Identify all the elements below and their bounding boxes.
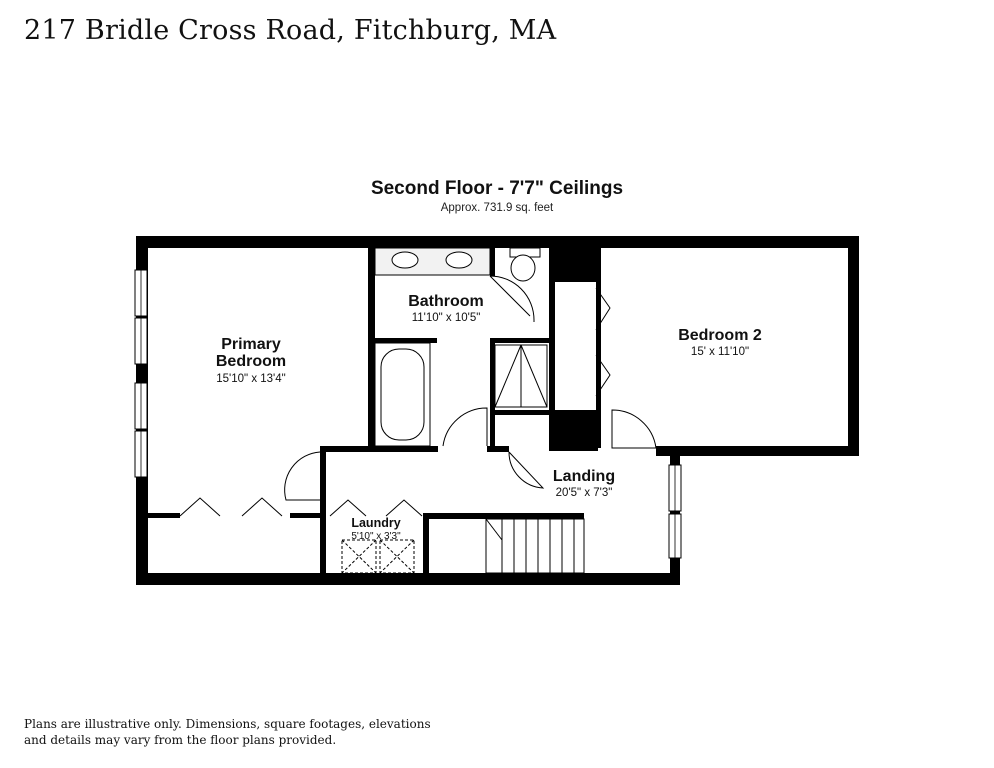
wall-shower-bottom xyxy=(495,410,553,415)
bifold-laundry-2 xyxy=(385,499,423,517)
bifold-bed2-1 xyxy=(595,287,611,331)
door-primary xyxy=(284,451,321,501)
wall-landing-small xyxy=(490,446,509,452)
toilet-bowl xyxy=(510,254,536,282)
landing-dims: 20'5" x 7'3" xyxy=(556,487,613,499)
laundry-dims: 5'10" x 3'3" xyxy=(351,531,401,542)
bathroom-dims: 11'10" x 10'5" xyxy=(412,312,481,324)
door-closet-small xyxy=(508,451,545,489)
wall-closet-right xyxy=(596,248,601,448)
bathroom-label: Bathroom xyxy=(408,293,484,310)
bedroom2-label: Bedroom 2 xyxy=(678,327,762,344)
wall-bedroom-bath xyxy=(368,248,375,451)
disclaimer: Plans are illustrative only. Dimensions,… xyxy=(24,717,431,747)
wall-bath-shower-left xyxy=(490,343,495,446)
wall-bath-shower-top xyxy=(490,338,553,343)
primary-bedroom-dims: 15'10" x 13'4" xyxy=(216,373,285,385)
wall-laundry-right xyxy=(423,513,429,573)
sink-right xyxy=(445,251,473,269)
door-landing-bath xyxy=(442,407,488,447)
sink-left xyxy=(391,251,419,269)
floor-area: Approx. 731.9 sq. feet xyxy=(440,202,554,214)
primary-bedroom-label: Primary xyxy=(221,336,281,353)
wall-closet-top-mid xyxy=(290,513,326,518)
floor-title: Second Floor - 7'7" Ceilings xyxy=(370,178,624,199)
chimney-top xyxy=(555,248,596,282)
property-address: 217 Bridle Cross Road, Fitchburg, MA xyxy=(24,15,557,46)
walls xyxy=(136,236,859,585)
bifold-bed2-2 xyxy=(595,354,611,397)
wall-bath-bottom xyxy=(320,446,438,452)
landing-label: Landing xyxy=(553,468,615,485)
wall-top-left xyxy=(136,236,560,248)
bedroom2-dims: 15' x 11'10" xyxy=(691,346,749,358)
wall-right-bedroom2 xyxy=(848,236,859,456)
stairs xyxy=(485,518,585,574)
door-bedroom2 xyxy=(611,409,657,449)
chimney-bottom xyxy=(549,410,598,451)
wall-top-right xyxy=(555,236,859,248)
door-bathroom xyxy=(489,275,535,322)
bifold-closet-1 xyxy=(179,497,221,517)
fixtures xyxy=(341,247,548,574)
wall-stair-top xyxy=(429,513,584,519)
dryer xyxy=(379,539,415,574)
bathtub-inner xyxy=(380,348,425,441)
wall-closet-left xyxy=(549,248,555,451)
bifold-laundry-1 xyxy=(329,499,367,517)
bifold-closet-2 xyxy=(241,497,283,517)
wall-bath-sink-side xyxy=(490,248,495,276)
wall-bath-mid xyxy=(375,338,437,343)
wall-bottom xyxy=(136,573,680,585)
doors xyxy=(179,275,657,517)
wall-laundry-left xyxy=(320,446,326,573)
washer xyxy=(341,539,377,574)
wall-bottom-bedroom2 xyxy=(656,446,859,456)
primary-bedroom-label-2: Bedroom xyxy=(216,353,286,370)
wall-closet-top xyxy=(148,513,180,518)
laundry-label: Laundry xyxy=(351,516,400,530)
